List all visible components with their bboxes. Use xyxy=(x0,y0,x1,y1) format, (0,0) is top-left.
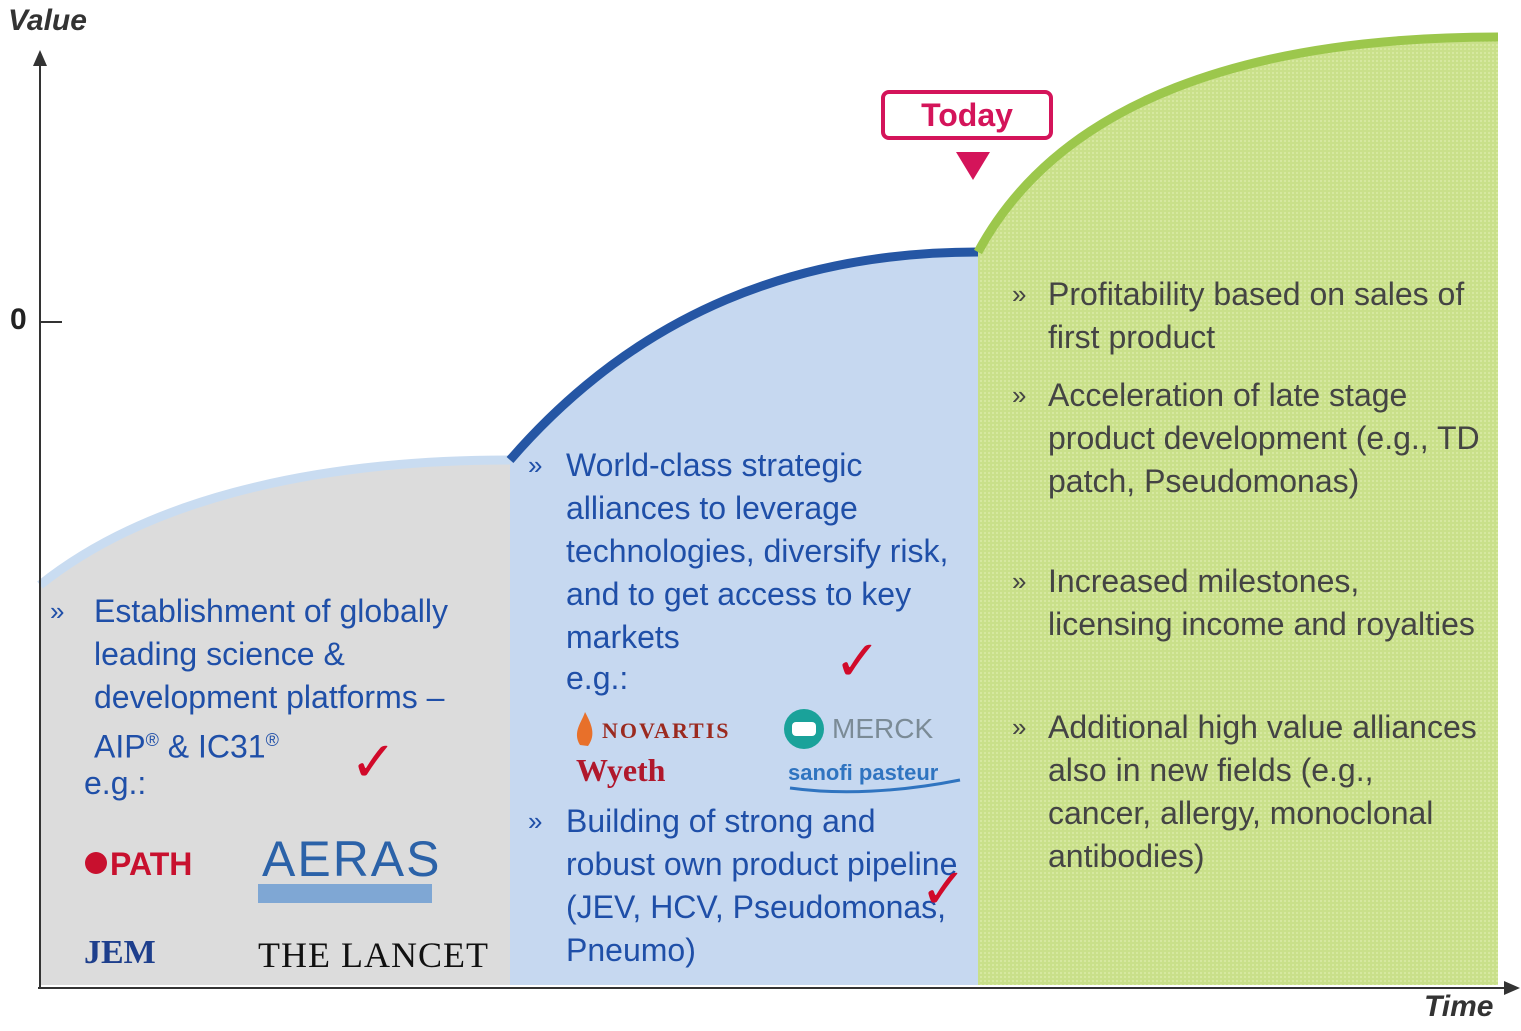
jem-logo: JEM xyxy=(84,934,156,971)
aeras-logo: AERAS xyxy=(262,831,442,887)
phase-2-bullet-1: » World-class strategic alliances to lev… xyxy=(528,444,968,659)
phase-2-bullet-1-text: World-class strategic alliances to lever… xyxy=(566,447,949,655)
merck-emblem-icon xyxy=(784,709,824,749)
novartis-flame-icon xyxy=(576,712,593,746)
phase-3-bullet-4: » Additional high value alliances also i… xyxy=(1012,706,1482,878)
phase-1-check-icon: ✓ xyxy=(350,730,397,795)
wyeth-logo: Wyeth xyxy=(576,752,666,788)
today-marker: Today xyxy=(881,90,1053,140)
phase-2-check-1-icon: ✓ xyxy=(834,629,881,694)
bullet-marker: » xyxy=(50,596,65,626)
phase-2-bullet-2: » Building of strong and robust own prod… xyxy=(528,800,968,972)
y-axis-title: Value xyxy=(8,4,87,37)
zero-label: 0 xyxy=(10,303,27,336)
path-logo: PATH xyxy=(110,846,193,882)
x-axis-title: Time xyxy=(1424,990,1494,1023)
bullet-marker: » xyxy=(1012,380,1027,410)
phase-3-curve xyxy=(974,32,1499,255)
path-logo-emblem xyxy=(85,852,107,874)
bullet-marker: » xyxy=(1012,566,1027,596)
phase-2-curve xyxy=(506,247,979,463)
today-pointer xyxy=(956,152,990,180)
phase-3-bullet-4-text: Additional high value alliances also in … xyxy=(1048,709,1477,874)
phase-2-check-2-icon: ✓ xyxy=(920,857,967,922)
phase-2-bullet-2-text: Building of strong and robust own produc… xyxy=(566,803,958,968)
phase-3-bullet-1-text: Profitability based on sales of first pr… xyxy=(1048,276,1465,355)
phase-1-bullet-text: Establishment of globally leading scienc… xyxy=(94,593,448,765)
sanofi-pasteur-logo: sanofi pasteur xyxy=(788,760,939,785)
phase-3-bullet-3-text: Increased milestones, licensing income a… xyxy=(1048,563,1475,642)
phase-2-eg-label: e.g.: xyxy=(566,660,629,696)
bullet-marker: » xyxy=(528,806,543,836)
bullet-marker: » xyxy=(528,450,543,480)
phase-1-curve xyxy=(37,455,511,589)
phase-3-bullet-1: » Profitability based on sales of first … xyxy=(1012,273,1482,359)
merck-logo: MERCK xyxy=(832,713,934,744)
lancet-logo: THE LANCET xyxy=(258,935,489,975)
phase-1-bullet: » Establishment of globally leading scie… xyxy=(50,590,510,769)
phase-3-bullet-2: » Acceleration of late stage product dev… xyxy=(1012,374,1482,503)
phase-3-bullet-3: » Increased milestones, licensing income… xyxy=(1012,560,1482,646)
phase-1-eg-label: e.g.: xyxy=(84,765,147,801)
novartis-logo: NOVARTIS xyxy=(602,718,731,743)
phase-3-bullet-2-text: Acceleration of late stage product devel… xyxy=(1048,377,1480,499)
bullet-marker: » xyxy=(1012,712,1027,742)
bullet-marker: » xyxy=(1012,279,1027,309)
x-axis-arrow xyxy=(1504,981,1520,995)
phase-3-area xyxy=(978,37,1498,985)
phase-1-area xyxy=(40,460,510,985)
y-axis-arrow xyxy=(33,50,47,66)
aeras-logo-bar xyxy=(258,884,432,903)
phase-2-area xyxy=(510,252,978,985)
sanofi-swoosh xyxy=(789,778,961,794)
